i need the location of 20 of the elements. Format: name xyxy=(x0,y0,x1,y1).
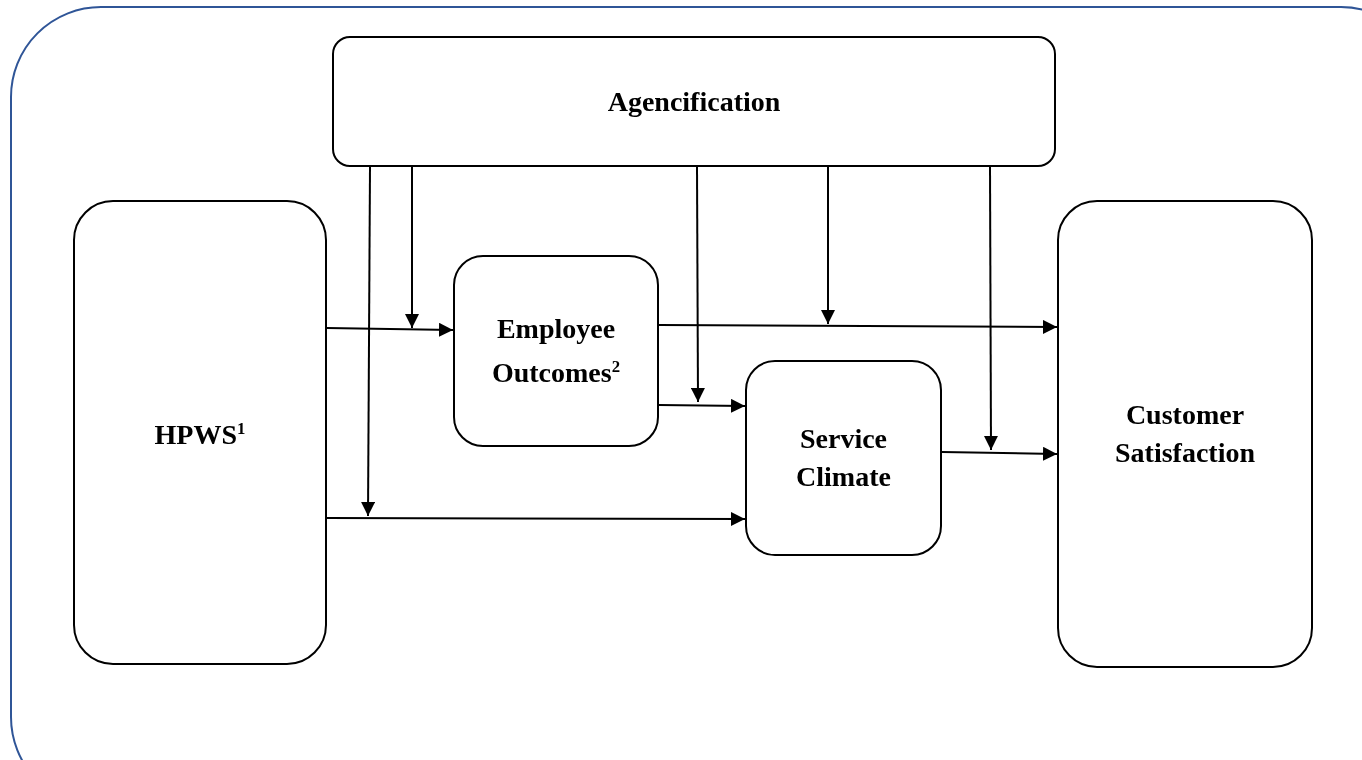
arrow xyxy=(941,446,1058,461)
arrow xyxy=(983,166,998,451)
arrow xyxy=(405,166,419,329)
arrow xyxy=(821,166,835,325)
process-box xyxy=(1057,200,1313,668)
arrow xyxy=(658,398,746,413)
arrow xyxy=(361,166,376,517)
arrow xyxy=(326,322,454,337)
box-label: Service Climate xyxy=(795,422,892,494)
process-box xyxy=(73,200,327,665)
arrow xyxy=(690,166,705,403)
box-label: HPWS$^{1}$ xyxy=(154,418,246,453)
box-label: Agencification xyxy=(607,84,781,119)
process-box xyxy=(332,36,1056,167)
arrow xyxy=(326,511,746,526)
process-box xyxy=(453,255,659,447)
arrow xyxy=(658,319,1058,334)
box-label: Employee Outcomes$^{2}$ xyxy=(490,311,622,391)
box-label: Customer Satisfaction xyxy=(1114,398,1256,470)
process-box xyxy=(745,360,942,556)
